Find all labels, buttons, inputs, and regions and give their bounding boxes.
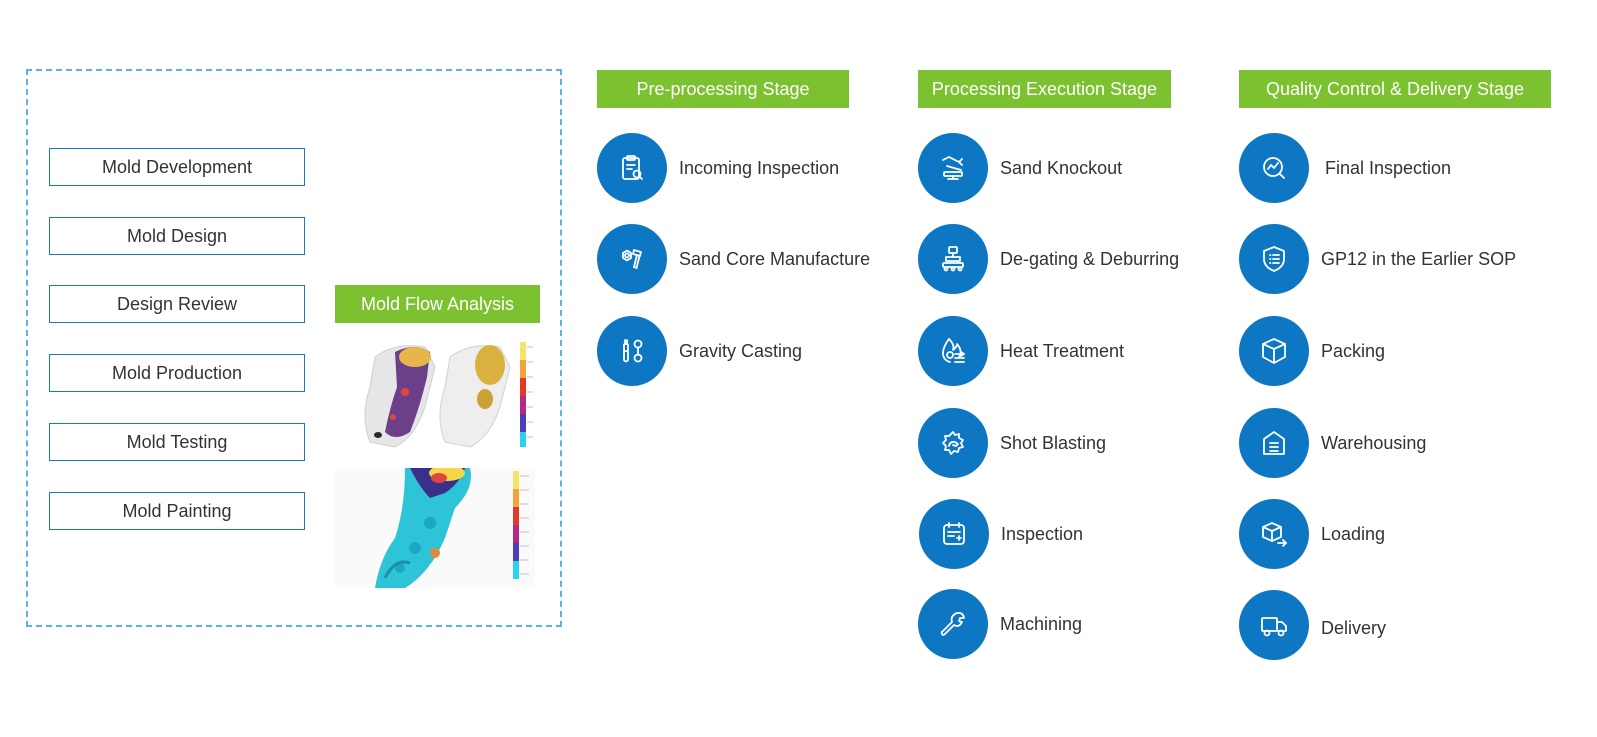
stage-header-preprocessing: Pre-processing Stage bbox=[597, 70, 849, 108]
mold-flow-analysis-header: Mold Flow Analysis bbox=[335, 285, 540, 323]
warehouse-icon bbox=[1239, 408, 1309, 478]
stage-item-label: De-gating & Deburring bbox=[1000, 248, 1180, 269]
stage-item-label: Delivery bbox=[1321, 617, 1387, 638]
mold-flow-simulation-image-top bbox=[355, 337, 540, 457]
mold-step-testing: Mold Testing bbox=[49, 423, 305, 461]
stage-item-degating: De-gating & Deburring bbox=[918, 224, 1179, 294]
stage-item-label: Packing bbox=[1321, 340, 1386, 361]
stage-item-loading: Loading bbox=[1239, 499, 1385, 569]
mold-process-panel bbox=[26, 69, 562, 627]
stage-item-gravity-casting: Gravity Casting bbox=[597, 316, 802, 386]
wrench-icon bbox=[918, 589, 988, 659]
stage-item-label: Shot Blasting bbox=[1000, 432, 1107, 453]
stage-item-shot-blasting: Shot Blasting bbox=[918, 408, 1106, 478]
stage-item-delivery: Delivery bbox=[1239, 590, 1386, 660]
mold-step-painting: Mold Painting bbox=[49, 492, 305, 530]
magnifier-chart-icon bbox=[1239, 133, 1309, 203]
stage-item-warehousing: Warehousing bbox=[1239, 408, 1426, 478]
mold-step-development: Mold Development bbox=[49, 148, 305, 186]
stage-item-heat-treatment: Heat Treatment bbox=[918, 316, 1124, 386]
machine-icon bbox=[918, 224, 988, 294]
stage-item-label: Sand Knockout bbox=[1000, 157, 1123, 178]
tools-icon bbox=[597, 316, 667, 386]
mold-step-design: Mold Design bbox=[49, 217, 305, 255]
stage-item-label: Warehousing bbox=[1321, 432, 1427, 453]
stage-item-final-inspection: Final Inspection bbox=[1239, 133, 1451, 203]
stage-item-label: GP12 in the Earlier SOP bbox=[1321, 248, 1517, 269]
truck-icon bbox=[1239, 590, 1309, 660]
stage-item-label: Gravity Casting bbox=[679, 340, 803, 361]
shield-list-icon bbox=[1239, 224, 1309, 294]
box-arrow-icon bbox=[1239, 499, 1309, 569]
stage-header-quality: Quality Control & Delivery Stage bbox=[1239, 70, 1551, 108]
stage-item-label: Inspection bbox=[1001, 523, 1084, 544]
stage-item-label: Machining bbox=[1000, 613, 1083, 634]
robot-arm-icon bbox=[918, 133, 988, 203]
stage-item-sand-core: Sand Core Manufacture bbox=[597, 224, 870, 294]
stage-item-label: Loading bbox=[1321, 523, 1386, 544]
box-icon bbox=[1239, 316, 1309, 386]
stage-item-incoming-inspection: Incoming Inspection bbox=[597, 133, 839, 203]
mold-step-production: Mold Production bbox=[49, 354, 305, 392]
stage-item-label: Heat Treatment bbox=[1000, 340, 1125, 361]
stage-header-processing: Processing Execution Stage bbox=[918, 70, 1171, 108]
gear-hand-icon bbox=[918, 408, 988, 478]
bolt-nut-icon bbox=[597, 224, 667, 294]
stage-item-packing: Packing bbox=[1239, 316, 1385, 386]
clipboard-search-icon bbox=[597, 133, 667, 203]
flame-icon bbox=[918, 316, 988, 386]
stage-item-label: Final Inspection bbox=[1325, 157, 1452, 178]
checklist-icon bbox=[919, 499, 989, 569]
stage-item-gp12: GP12 in the Earlier SOP bbox=[1239, 224, 1516, 294]
stage-item-inspection: Inspection bbox=[919, 499, 1083, 569]
mold-step-design-review: Design Review bbox=[49, 285, 305, 323]
stage-item-sand-knockout: Sand Knockout bbox=[918, 133, 1122, 203]
stage-item-label: Sand Core Manufacture bbox=[679, 248, 871, 269]
mold-flow-simulation-image-bottom bbox=[335, 468, 535, 588]
stage-item-machining: Machining bbox=[918, 589, 1082, 659]
stage-item-label: Incoming Inspection bbox=[679, 157, 840, 178]
